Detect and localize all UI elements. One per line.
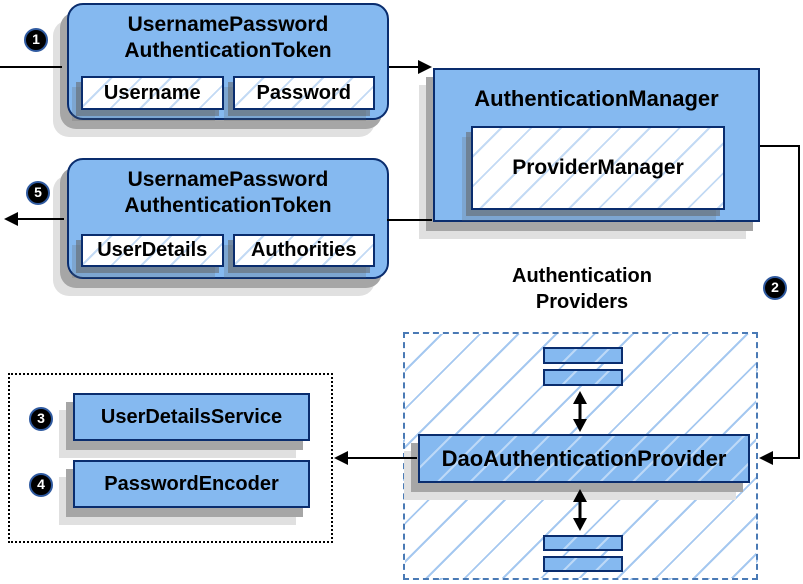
dao-authentication-provider-box: DaoAuthenticationProvider (418, 434, 750, 483)
other-provider-bar (543, 347, 623, 364)
request-token-title-line1: UsernamePassword (127, 13, 329, 36)
request-token-fields: Username Password (81, 76, 375, 110)
step-4-badge: 4 (29, 473, 53, 497)
step2-flow-line (759, 145, 800, 465)
provider-manager-box: ProviderManager (471, 126, 725, 210)
other-provider-bar (543, 535, 623, 551)
userdetails-field-box: UserDetails (81, 234, 224, 267)
authentication-manager-title: AuthenticationManager (474, 86, 719, 111)
authentication-manager-box: AuthenticationManager ProviderManager (433, 68, 760, 222)
step-5-badge: 5 (26, 181, 50, 205)
request-token-box: UsernamePassword AuthenticationToken Use… (67, 3, 389, 120)
response-token-fields: UserDetails Authorities (81, 234, 375, 267)
password-field-box: Password (232, 76, 375, 110)
user-details-service-box: UserDetailsService (73, 393, 310, 441)
response-token-title-line2: AuthenticationToken (124, 194, 332, 217)
response-token-title-line1: UsernamePassword (127, 168, 329, 191)
authentication-providers-label: Authentication Providers (457, 263, 707, 315)
step-3-badge: 3 (29, 407, 53, 431)
password-encoder-box: PasswordEncoder (73, 460, 310, 508)
response-token-box: UsernamePassword AuthenticationToken Use… (67, 158, 389, 279)
providers-label-line1: Authentication (512, 265, 652, 287)
request-token-title-line2: AuthenticationToken (124, 39, 332, 62)
providers-label-line2: Providers (535, 291, 629, 313)
authorities-field-box: Authorities (232, 234, 375, 267)
response-token-title: UsernamePassword AuthenticationToken (69, 167, 387, 219)
step-1-badge: 1 (24, 28, 48, 52)
other-provider-bar (543, 369, 623, 386)
step-2-badge: 2 (763, 276, 787, 300)
username-field-box: Username (81, 76, 224, 110)
request-token-title: UsernamePassword AuthenticationToken (69, 12, 387, 64)
other-provider-bar (543, 556, 623, 572)
